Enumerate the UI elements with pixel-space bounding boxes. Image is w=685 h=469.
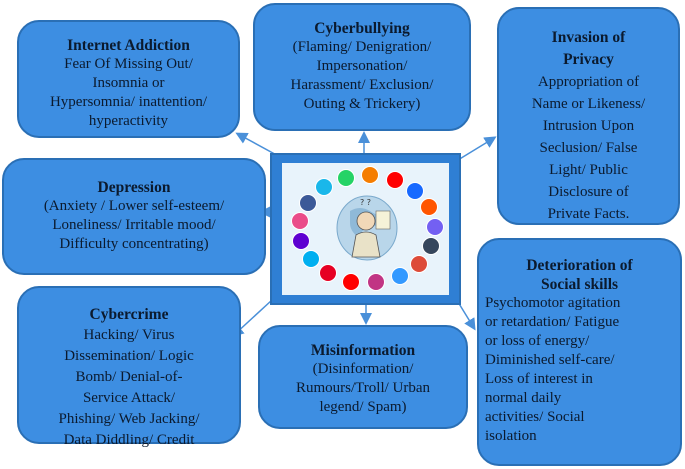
internet-addiction-title: Internet Addiction — [67, 37, 190, 54]
internet-addiction-body: Fear Of Missing Out/ Insomnia or Hyperso… — [49, 56, 208, 129]
center-social-media-image: ? ? — [270, 153, 461, 305]
invasion-of-privacy-body: Appropriation of Name or Likeness/ Intru… — [531, 74, 646, 222]
arrow-to-deterioration — [457, 301, 476, 331]
social-media-illustration: ? ? — [282, 163, 449, 295]
misinformation-body: (Disinformation/ Rumours/Troll/ Urban le… — [295, 361, 431, 415]
internet-addiction-box: Internet Addiction Fear Of Missing Out/ … — [17, 20, 240, 138]
misinformation-title: Misinformation — [310, 342, 416, 359]
depression-body: (Anxiety / Lower self-esteem/ Loneliness… — [43, 198, 225, 252]
yahoo-icon — [292, 233, 309, 250]
cybercrime-body: Hacking/ Virus Dissemination/ Logic Bomb… — [58, 327, 200, 448]
misinformation-box: Misinformation (Disinformation/ Rumours/… — [258, 325, 468, 429]
viber-icon — [426, 218, 443, 235]
blogger-icon — [362, 167, 379, 184]
depression-box: Depression (Anxiety / Lower self-esteem/… — [2, 158, 266, 275]
skype-icon — [302, 251, 319, 268]
facebook-icon — [299, 194, 316, 211]
cybercrime-box: Cybercrime Hacking/ Virus Dissemination/… — [17, 286, 241, 448]
invasion-of-privacy-title: Invasion of Privacy — [551, 29, 626, 68]
pinterest-icon — [320, 265, 337, 282]
youtube-icon — [343, 273, 360, 290]
delicious-icon — [391, 268, 408, 285]
deterioration-box: Deterioration of Social skills Psychomot… — [477, 238, 682, 466]
cyberbullying-title: Cyberbullying — [314, 20, 410, 37]
tumblr-icon — [423, 238, 440, 255]
invasion-of-privacy-box: Invasion of Privacy Appropriation of Nam… — [497, 7, 680, 225]
cyberbullying-box: Cyberbullying (Flaming/ Denigration/ Imp… — [253, 3, 471, 131]
instagram-icon — [368, 274, 385, 291]
deterioration-title: Deterioration of Social skills — [526, 257, 633, 293]
depression-title: Depression — [97, 179, 171, 196]
google-plus-icon — [411, 255, 428, 272]
cybercrime-title: Cybercrime — [89, 306, 169, 323]
behance-icon — [407, 182, 424, 199]
vimeo-icon — [315, 179, 332, 196]
deterioration-body: Psychomotor agitation or retardation/ Fa… — [485, 295, 621, 444]
globe-person-illustration: ? ? — [336, 195, 398, 261]
soundcloud-icon — [421, 199, 438, 216]
arrow-to-invasion-of-privacy — [457, 136, 497, 161]
cyberbullying-body: (Flaming/ Denigration/ Impersonation/ Ha… — [290, 39, 434, 112]
whatsapp-icon — [337, 169, 354, 186]
youtube-icon — [386, 171, 403, 188]
svg-text:? ?: ? ? — [360, 198, 371, 207]
dribbble-icon — [291, 213, 308, 230]
